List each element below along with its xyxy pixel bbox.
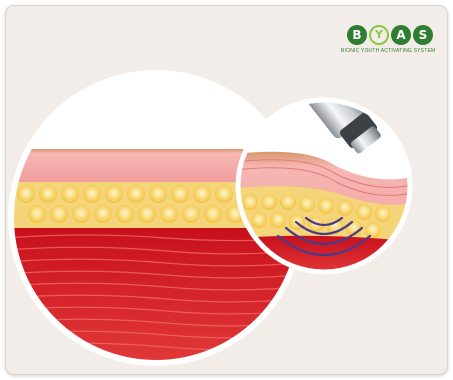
logo-tagline: BIONIC YOUTH ACTIVATING SYSTEM [341, 48, 433, 54]
logo-letter-s: S [413, 25, 433, 45]
logo-letter-y: Y [369, 25, 389, 45]
logo-letter-b: B [347, 25, 367, 45]
illustration-card: B Y A S BIONIC YOUTH ACTIVATING SYSTEM [5, 5, 448, 375]
logo-letter-a: A [391, 25, 411, 45]
byas-logo: B Y A S BIONIC YOUTH ACTIVATING SYSTEM [341, 25, 433, 67]
